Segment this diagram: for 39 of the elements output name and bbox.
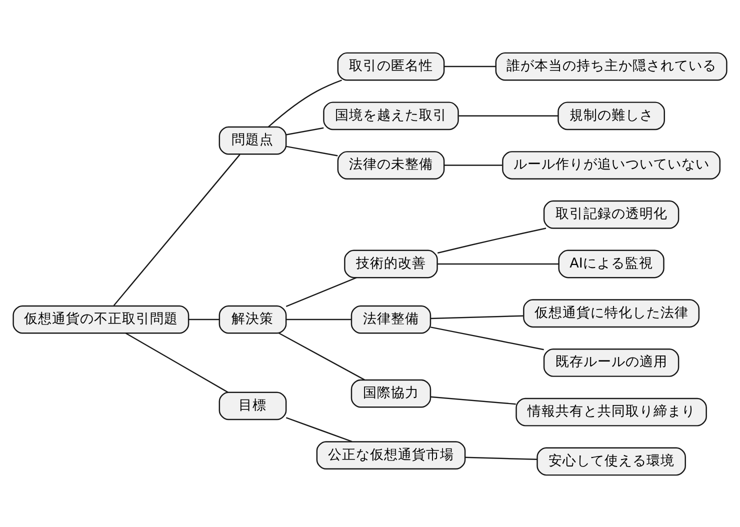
connector: [458, 114, 558, 116]
connector: [286, 416, 352, 442]
connector: [465, 456, 538, 460]
node-box: 国境を越えた取引: [323, 101, 459, 130]
connector: [437, 227, 546, 254]
node-box: 目標: [218, 391, 287, 420]
node-box: 安心して使える環境: [536, 446, 686, 476]
connector: [113, 154, 240, 306]
node-box: 規制の難しさ: [558, 101, 665, 130]
node-box: 法律整備: [350, 304, 432, 334]
connector: [444, 164, 502, 166]
connector: [437, 262, 558, 264]
node-box: 誰が本当の持ち主か隠されている: [495, 52, 728, 80]
connector: [268, 79, 342, 127]
node-box: 公正な仮想通貨市場: [316, 440, 466, 469]
node-box: 仮想通貨の不正取引問題: [12, 304, 190, 334]
connector: [286, 318, 352, 320]
connector: [126, 332, 228, 392]
connector: [286, 126, 324, 135]
node-box: 国際協力: [350, 378, 432, 408]
node-box: 既存ルールの適用: [543, 348, 680, 376]
node-box: 法律の未整備: [337, 150, 445, 179]
connector: [430, 314, 524, 319]
node-box: 仮想通貨に特化した法律: [523, 298, 700, 328]
node-box: AIによる監視: [558, 249, 664, 278]
connector: [278, 332, 365, 380]
node-box: 解決策: [218, 304, 287, 334]
node-box: 技術的改善: [344, 249, 438, 278]
connector: [286, 145, 338, 156]
node-box: 取引の匿名性: [337, 52, 445, 80]
connector: [188, 318, 220, 320]
connector: [286, 276, 357, 306]
node-box: 取引記録の透明化: [543, 200, 680, 228]
node-box: 問題点: [218, 126, 287, 154]
connector: [444, 65, 496, 67]
node-box: ルール作りが追いついていない: [502, 150, 721, 179]
connector: [430, 396, 516, 404]
connector: [430, 326, 544, 350]
node-box: 情報共有と共同取り締まり: [516, 397, 707, 426]
